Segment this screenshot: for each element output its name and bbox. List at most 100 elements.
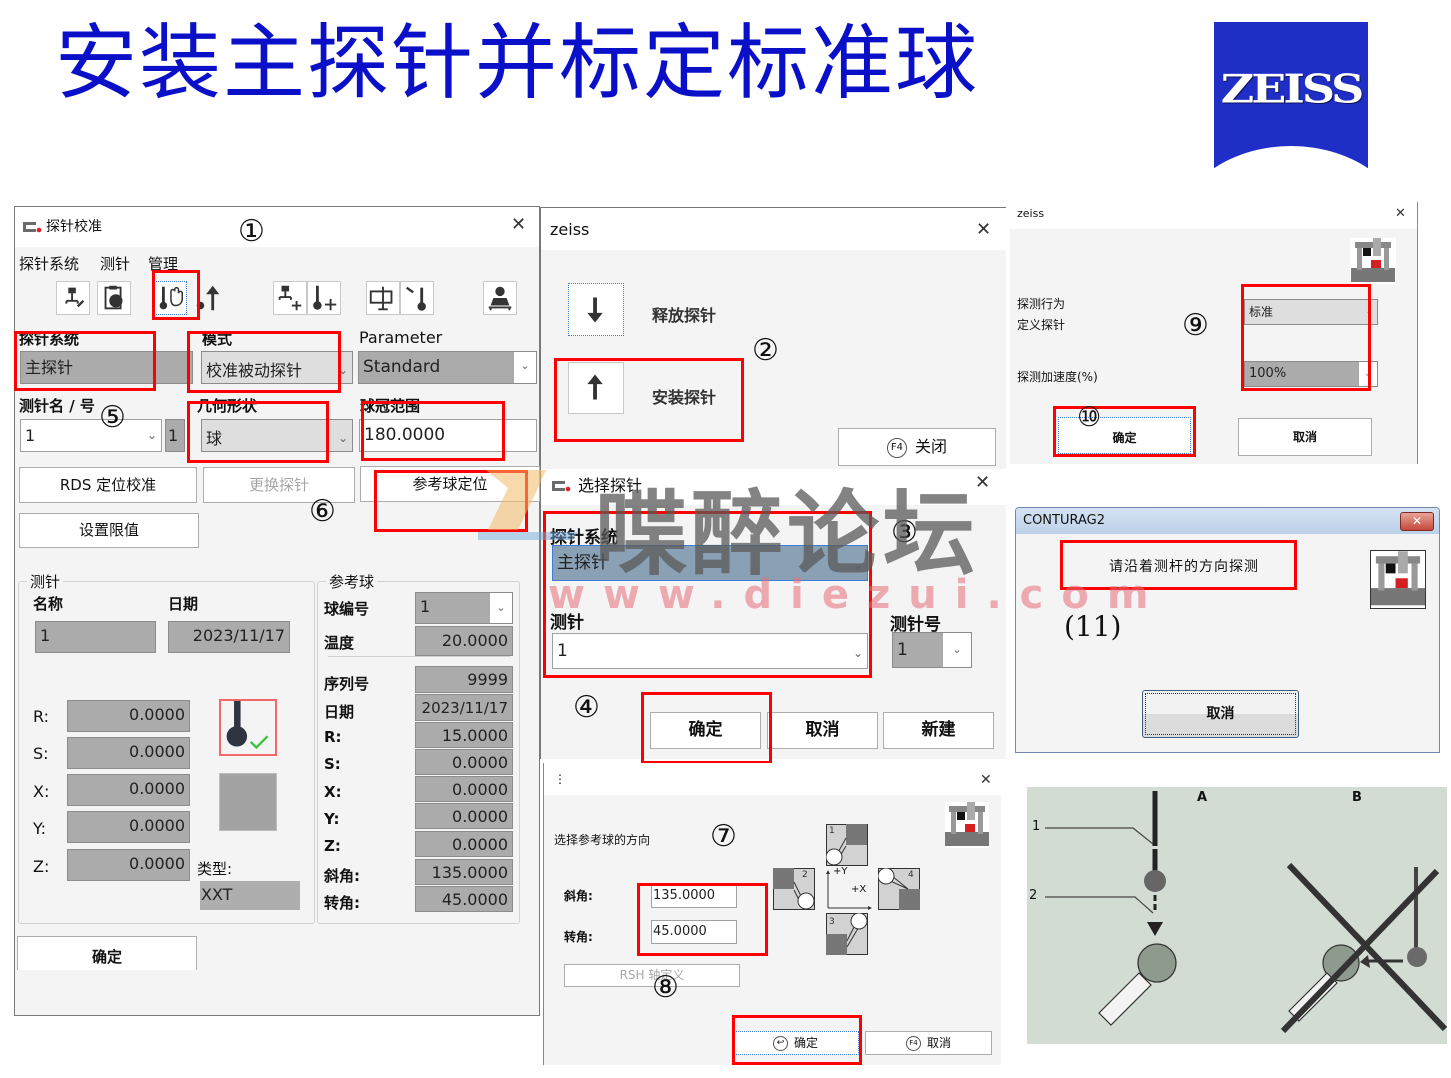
stylus-date-value: 2023/11/17 <box>168 621 290 653</box>
quadrant-3-option[interactable]: 3 <box>826 912 868 955</box>
probing-ok-button[interactable]: 确定 <box>1058 417 1191 454</box>
svg-text:1: 1 <box>829 826 835 836</box>
chevron-down-icon: ⌄ <box>1365 307 1373 317</box>
probe-clipboard-icon[interactable] <box>97 281 131 315</box>
sphere-number-label: 球编号 <box>324 600 370 618</box>
diagram-callout-1: 1 <box>1032 819 1041 834</box>
probe-system-add-icon[interactable] <box>273 281 307 315</box>
select-ok-button[interactable]: 确定 <box>650 712 761 749</box>
enter-key-icon: ↩ <box>772 1036 788 1051</box>
chevron-down-icon: ⌄ <box>943 633 971 667</box>
reference-sphere-position-button[interactable]: 参考球定位 <box>360 466 540 502</box>
install-probe-label[interactable]: 安装探针 <box>652 388 717 407</box>
stylus-group-title: 测针 <box>27 571 64 592</box>
probe-direction-message: 请沿着测杆的方向探测 <box>1109 559 1259 575</box>
cmm-machine-icon <box>945 802 989 848</box>
stylus-z-value: 0.0000 <box>67 849 190 881</box>
ref-s-label: S: <box>324 755 341 773</box>
stylus-name-select[interactable]: 1 ⌄ <box>20 419 162 452</box>
temperature-value: 20.0000 <box>415 626 513 656</box>
divider <box>328 656 510 657</box>
parameter-select[interactable]: Standard ⌄ <box>358 351 537 384</box>
ref-rotation-label: 转角: <box>324 894 360 912</box>
diagram-callout-2: 2 <box>1029 888 1038 903</box>
stylus-install-icon[interactable] <box>191 281 225 315</box>
rsh-axis-button[interactable]: RSH 轴定义 <box>564 964 740 987</box>
direction-ok-button[interactable]: ↩确定 <box>732 1031 859 1055</box>
rotation-input[interactable]: 45.0000 <box>651 920 737 944</box>
chevron-down-icon: ⌄ <box>1359 362 1377 386</box>
geometry-label: 几何形状 <box>197 397 258 415</box>
serial-label: 序列号 <box>324 675 370 693</box>
sphere-direction-dialog <box>543 763 1001 1065</box>
ref-x-label: X: <box>324 783 342 801</box>
probing-behavior-select[interactable]: 标准 ⌄ <box>1244 299 1378 325</box>
menu-manage[interactable]: 管理 <box>148 255 179 273</box>
ref-y-value: 0.0000 <box>415 803 513 829</box>
stylus-type-value: XXT <box>200 881 300 910</box>
quadrant-4-option[interactable]: 4 <box>877 867 920 910</box>
quadrant-1-option[interactable]: 1 <box>825 824 868 866</box>
ref-date-label: 日期 <box>324 703 355 721</box>
chevron-down-icon: ⌄ <box>514 352 536 383</box>
close-icon[interactable]: ✕ <box>511 214 527 235</box>
menu-probe-system[interactable]: 探针系统 <box>19 255 80 273</box>
temperature-label: 温度 <box>324 634 355 652</box>
probing-accel-select[interactable]: 100% ⌄ <box>1244 361 1378 387</box>
select-cancel-button[interactable]: 取消 <box>767 712 878 749</box>
ref-s-value: 0.0000 <box>415 749 513 775</box>
change-probe-button[interactable]: 更换探针 <box>203 467 355 503</box>
probe-system-field[interactable]: 主探针 <box>20 351 193 384</box>
install-probe-button[interactable] <box>568 362 624 414</box>
window-menu-icon[interactable]: ⋮ <box>554 772 566 786</box>
stylus-manual-probe-icon[interactable] <box>153 281 187 315</box>
ref-tilt-value: 135.0000 <box>415 859 513 885</box>
stylus-r-value: 0.0000 <box>67 700 190 732</box>
close-icon[interactable]: ✕ <box>975 472 991 493</box>
dialog-title: CONTURAG2 <box>1023 513 1106 528</box>
stylus-type-label: 类型: <box>197 860 233 878</box>
tilt-input[interactable]: 135.0000 <box>651 884 737 908</box>
axis-indicator-icon <box>825 868 873 910</box>
select-stylus-dropdown[interactable]: 1 ⌄ <box>552 633 868 669</box>
mode-select[interactable]: 校准被动探针 ⌄ <box>201 351 353 384</box>
select-stylus-label: 测针 <box>550 613 584 633</box>
release-probe-label[interactable]: 释放探针 <box>652 306 717 325</box>
ref-r-label: R: <box>324 728 342 746</box>
select-probe-system-dropdown[interactable]: 主探针 ⌄ <box>552 545 868 581</box>
app-logo-icon <box>551 477 571 492</box>
window-title: 探针校准 <box>46 219 102 235</box>
quadrant-2-option[interactable]: 2 <box>773 868 815 910</box>
close-icon[interactable]: ✕ <box>1395 206 1406 221</box>
calibration-ok-button[interactable]: 确定 <box>17 936 197 970</box>
stylus-add-icon[interactable] <box>307 281 341 315</box>
chevron-down-icon: ⌄ <box>852 558 863 572</box>
close-icon[interactable]: ✕ <box>980 772 992 788</box>
stylus-number-dropdown[interactable]: 1 ⌄ <box>892 632 972 668</box>
rotate-probe-icon[interactable] <box>366 281 400 315</box>
ref-z-value: 0.0000 <box>415 831 513 857</box>
close-icon[interactable]: ✕ <box>1400 512 1434 531</box>
select-new-button[interactable]: 新建 <box>883 712 994 749</box>
probing-cancel-button[interactable]: 取消 <box>1238 418 1372 456</box>
probe-system-edit-icon[interactable] <box>56 281 90 315</box>
release-probe-button[interactable] <box>568 283 624 336</box>
chevron-down-icon: ⌄ <box>337 363 348 377</box>
reference-sphere-icon[interactable] <box>483 281 517 315</box>
sphere-number-select[interactable]: 1 ⌄ <box>415 592 513 624</box>
stylus-z-label: Z: <box>33 857 50 876</box>
contura-cancel-button[interactable]: 取消 <box>1142 690 1299 738</box>
stylus-change-icon[interactable] <box>400 281 434 315</box>
close-icon[interactable]: ✕ <box>976 219 992 240</box>
rds-calibration-button[interactable]: RDS 定位校准 <box>19 467 197 503</box>
stylus-number-label: 测针号 <box>890 615 941 635</box>
reference-sphere-group-title: 参考球 <box>326 571 378 592</box>
geometry-select[interactable]: 球 ⌄ <box>201 419 353 452</box>
menu-stylus[interactable]: 测针 <box>100 255 131 273</box>
set-limits-button[interactable]: 设置限值 <box>19 513 199 548</box>
dialog-title: zeiss <box>1017 207 1045 220</box>
stylus-date-label: 日期 <box>168 595 199 613</box>
sphere-range-input[interactable]: 180.0000 <box>359 419 537 452</box>
